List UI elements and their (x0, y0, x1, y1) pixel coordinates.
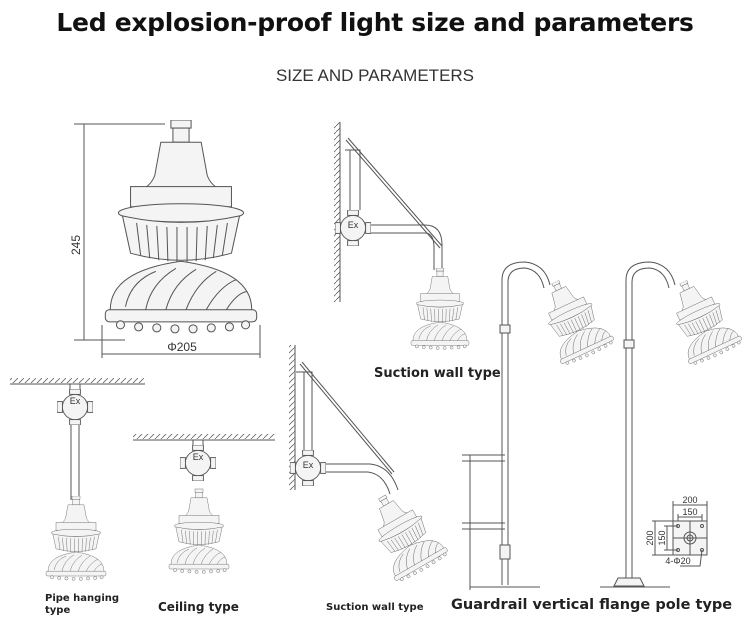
ceiling-type-drawing: Ex (133, 434, 275, 574)
flange-holes: 4-Φ20 (665, 556, 690, 566)
diameter-dimension: Φ205 (167, 340, 197, 354)
height-dimension: 245 (69, 235, 83, 255)
label-suction-wall-type-2: Suction wall type (326, 602, 424, 613)
junction-box-mark: Ex (303, 460, 314, 470)
junction-box-mark: Ex (70, 396, 81, 406)
pipe-hanging-type-drawing: Ex (10, 378, 145, 581)
suction-wall-type-1-drawing: Ex (334, 122, 470, 350)
label-ceiling-type: Ceiling type (158, 600, 239, 614)
page-title: Led explosion-proof light size and param… (56, 8, 694, 37)
label-pipe-hanging-type: Pipe hanging type (45, 593, 120, 616)
suction-wall-type-2-drawing: Ex (289, 345, 451, 586)
junction-box-mark: Ex (348, 220, 359, 230)
label-guardrail-pole-type: Guardrail vertical flange pole type (451, 597, 733, 613)
junction-box-mark: Ex (193, 452, 204, 462)
flange-plate-diagram: 200 150 200 150 4-Φ20 (645, 495, 708, 567)
flange-outer-height: 200 (645, 530, 655, 545)
main-lamp-drawing: 245 Φ205 (69, 120, 261, 358)
guardrail-pole-drawing (462, 261, 745, 590)
label-suction-wall-type-1: Suction wall type (374, 366, 501, 381)
flange-outer-width: 200 (682, 495, 697, 505)
page-subtitle: SIZE AND PARAMETERS (275, 66, 475, 85)
flange-inner-width: 150 (682, 507, 697, 517)
flange-inner-height: 150 (657, 530, 667, 545)
